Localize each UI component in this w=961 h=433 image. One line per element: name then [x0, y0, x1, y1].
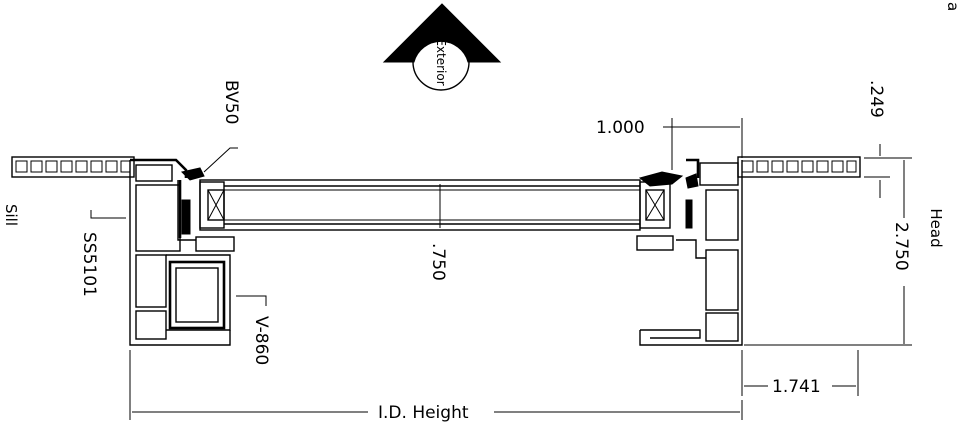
- sill-frame: [129, 158, 235, 346]
- dimension-249: .249: [864, 80, 912, 198]
- id-height-label: I.D. Height: [378, 403, 469, 423]
- v860-label: V-860: [251, 316, 271, 365]
- ss5101-callout: SS5101: [79, 210, 126, 297]
- bv50-label: BV50: [221, 80, 241, 124]
- exterior-marker: Exterior: [382, 3, 502, 91]
- glass-unit: [199, 179, 671, 231]
- dimension-1741-label: 1.741: [772, 377, 821, 397]
- bv50-callout: BV50: [203, 80, 241, 173]
- v860-tube: [168, 260, 226, 330]
- exterior-label: Exterior: [434, 38, 448, 85]
- exterior-arrow-icon: [382, 3, 502, 63]
- dimension-1000: 1.000: [596, 118, 743, 170]
- id-height-dimension: I.D. Height: [129, 350, 743, 423]
- right-siding: [737, 156, 861, 178]
- dimension-1000-label: 1.000: [596, 118, 645, 138]
- dimension-2750: 2.750: [744, 160, 912, 346]
- sill-label: Sill: [2, 204, 20, 226]
- left-siding: [11, 156, 135, 178]
- head-frame: [636, 158, 743, 346]
- dimension-750: .750: [428, 243, 448, 281]
- head-label: Head: [927, 208, 945, 247]
- top-right-fragment-label: a: [944, 2, 961, 11]
- dimension-1741: 1.741: [741, 350, 859, 397]
- dimension-249-label: .249: [866, 80, 886, 118]
- ss5101-label: SS5101: [79, 232, 99, 297]
- dimension-2750-label: 2.750: [891, 222, 911, 271]
- v860-callout: V-860: [236, 295, 271, 365]
